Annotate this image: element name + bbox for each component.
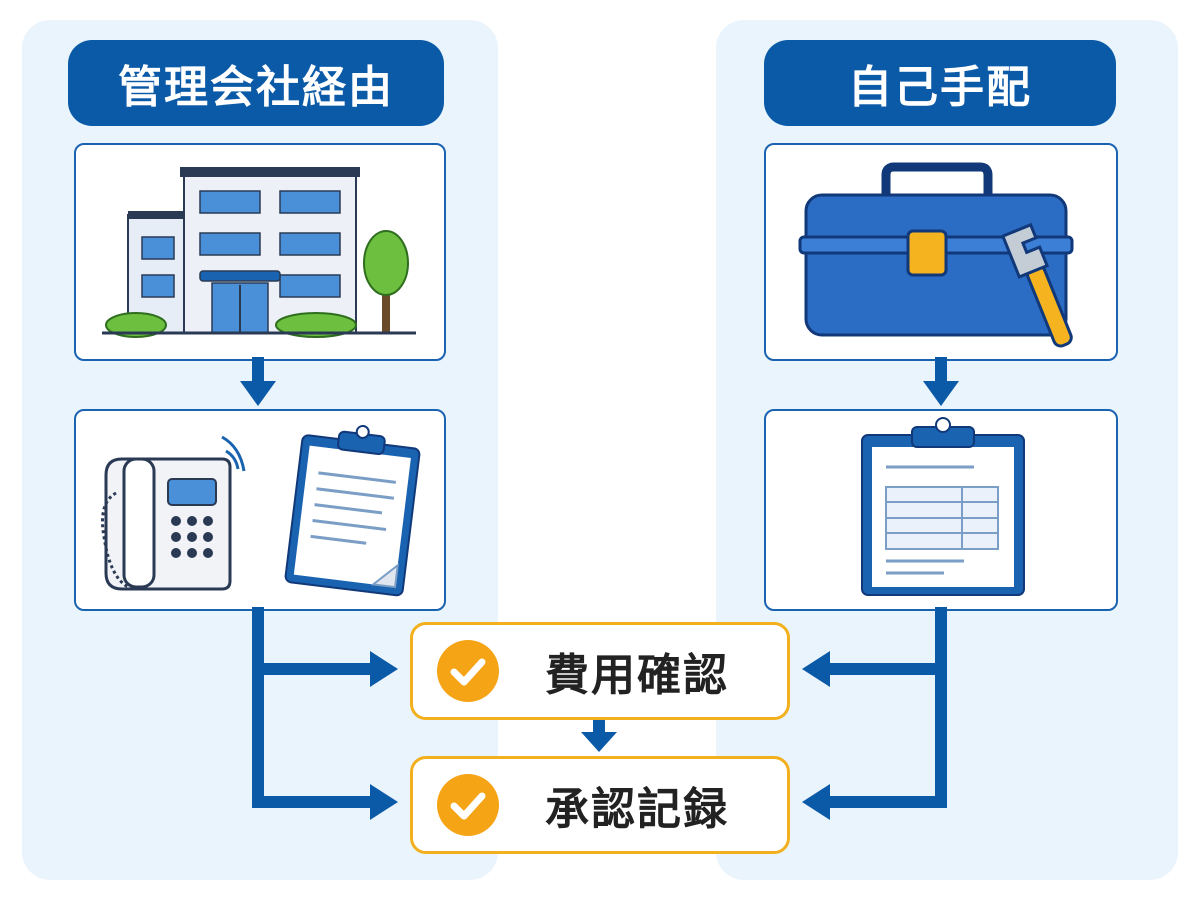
check-circle-icon xyxy=(437,640,499,702)
step-label: 承認記録 xyxy=(545,784,729,835)
clipboard-table-icon xyxy=(861,417,1025,596)
building-icon xyxy=(102,167,416,338)
step-label: 費用確認 xyxy=(545,650,729,701)
telephone-icon xyxy=(101,435,246,591)
step-cost-check: 費用確認 xyxy=(410,622,790,720)
left-column-title: 管理会社経由 xyxy=(68,40,444,126)
toolbox-card xyxy=(764,143,1118,361)
phone-clipboard-card xyxy=(74,409,446,611)
check-circle-icon xyxy=(437,774,499,836)
form-clipboard-card xyxy=(764,409,1118,611)
clipboard-document-icon xyxy=(284,424,421,597)
step-approval-record: 承認記録 xyxy=(410,756,790,854)
wrench-icon xyxy=(1002,222,1073,348)
right-column-title: 自己手配 xyxy=(764,40,1116,126)
